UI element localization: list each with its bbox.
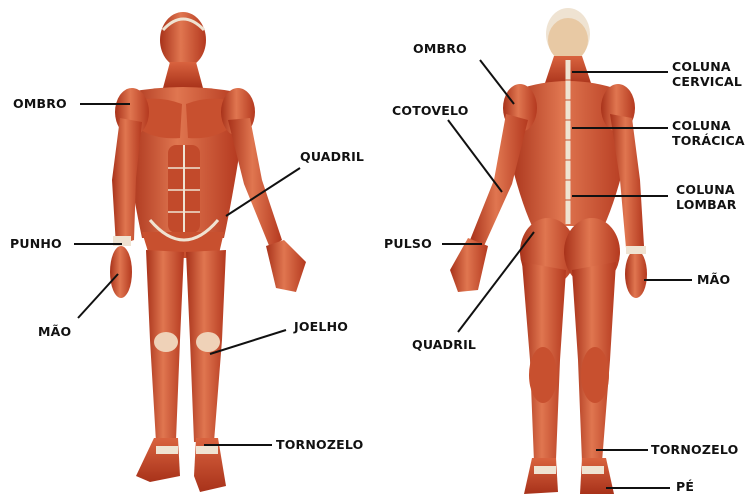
label-back-pe: PÉ (676, 480, 694, 494)
label-back-coluna-cervical-line2: CERVICAL (672, 74, 742, 89)
label-back-tornozelo: TORNOZELO (651, 443, 738, 457)
line-front-mao (78, 274, 118, 318)
label-back-ombro: OMBRO (413, 42, 467, 56)
label-back-coluna-lombar-line1: COLUNA (676, 182, 737, 197)
label-back-coluna-toracica: COLUNA TORÁCICA (672, 118, 745, 148)
label-front-tornozelo: TORNOZELO (276, 438, 363, 452)
label-back-coluna-toracica-line1: COLUNA (672, 118, 745, 133)
label-back-quadril: QUADRIL (412, 338, 476, 352)
back-hand-left (625, 250, 647, 298)
back-figure (450, 8, 647, 494)
front-figure (110, 12, 306, 492)
front-hand-left (266, 240, 306, 292)
label-front-quadril: QUADRIL (300, 150, 364, 164)
label-front-joelho: JOELHO (294, 320, 348, 334)
line-back-cotovelo (448, 120, 502, 192)
label-back-coluna-cervical-line1: COLUNA (672, 59, 742, 74)
label-back-coluna-cervical: COLUNA CERVICAL (672, 59, 742, 89)
back-hand-right (450, 238, 488, 292)
back-foot-right (524, 458, 558, 494)
label-front-ombro: OMBRO (13, 97, 67, 111)
label-back-mao: MÃO (697, 273, 730, 287)
label-back-coluna-lombar: COLUNA LOMBAR (676, 182, 737, 212)
front-hand-right (110, 246, 132, 298)
label-back-pulso: PULSO (384, 237, 432, 251)
front-neck (163, 62, 203, 88)
label-back-coluna-lombar-line2: LOMBAR (676, 197, 737, 212)
line-back-ombro (480, 60, 514, 104)
label-front-mao: MÃO (38, 325, 71, 339)
label-back-coluna-toracica-line2: TORÁCICA (672, 133, 745, 148)
front-foot-right (136, 438, 180, 482)
front-arm-left (228, 118, 282, 248)
label-front-punho: PUNHO (10, 237, 62, 251)
label-back-cotovelo: COTOVELO (392, 104, 469, 118)
